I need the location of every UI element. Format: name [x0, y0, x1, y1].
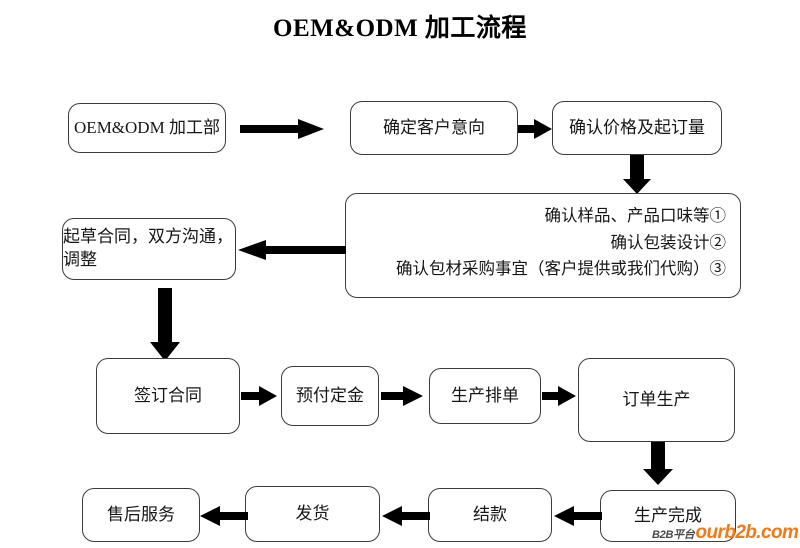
node-draft-contract[interactable]: 起草合同，双方沟通，调整	[62, 218, 236, 280]
node-order-production[interactable]: 订单生产	[578, 358, 735, 442]
arrow-confirm-price-to-confirm-details	[622, 155, 652, 195]
node-confirm-price-label: 确认价格及起订量	[569, 117, 705, 137]
node-settlement-label: 结款	[473, 504, 507, 524]
node-production-done[interactable]: 生产完成	[600, 490, 736, 542]
node-production-schedule[interactable]: 生产排单	[429, 368, 541, 424]
node-after-sales[interactable]: 售后服务	[82, 488, 200, 542]
arrow-confirm-details-to-draft-contract	[236, 239, 346, 261]
node-production-schedule-label: 生产排单	[451, 385, 519, 405]
arrow-confirm-intent-to-confirm-price	[518, 118, 558, 140]
arrow-oem-dept-to-confirm-intent	[240, 118, 340, 140]
watermark: B2B平台 ourb2b.com	[652, 522, 799, 544]
arrow-production-schedule-to-order-production	[542, 385, 582, 407]
arrow-shipping-to-after-sales	[198, 505, 248, 527]
node-confirm-intent[interactable]: 确定客户意向	[350, 101, 518, 155]
node-prepay-deposit[interactable]: 预付定金	[281, 366, 379, 426]
node-draft-contract-label: 起草合同，双方沟通，调整	[63, 227, 233, 269]
node-prepay-deposit-label: 预付定金	[296, 385, 364, 405]
node-settlement[interactable]: 结款	[428, 488, 552, 542]
node-order-production-label: 订单生产	[622, 389, 691, 409]
arrow-settlement-to-shipping	[380, 505, 430, 527]
node-confirm-intent-label: 确定客户意向	[383, 117, 485, 137]
node-shipping-label: 发货	[295, 503, 330, 523]
node-confirm-details[interactable]: 确认样品、产品口味等① 确认包装设计② 确认包材采购事宜（客户提供或我们代购）③	[345, 193, 741, 298]
node-confirm-price[interactable]: 确认价格及起订量	[552, 101, 722, 155]
arrow-sign-contract-to-prepay-deposit	[241, 385, 283, 407]
watermark-brand: ourb2b.com	[695, 522, 799, 543]
arrow-draft-contract-to-sign-contract	[148, 288, 182, 362]
page-title: OEM&ODM 加工流程	[273, 15, 527, 42]
node-production-done-label: 生产完成	[634, 505, 702, 525]
node-confirm-details-line-1: 确认样品、产品口味等①	[544, 206, 727, 225]
node-confirm-details-line-3: 确认包材采购事宜（客户提供或我们代购）③	[396, 259, 726, 279]
node-sign-contract[interactable]: 签订合同	[96, 358, 240, 434]
watermark-prefix: B2B平台	[652, 529, 695, 541]
node-oem-dept-label: OEM&ODM 加工部	[74, 117, 220, 137]
node-oem-dept[interactable]: OEM&ODM 加工部	[68, 103, 226, 153]
node-sign-contract-label: 签订合同	[134, 385, 202, 405]
node-after-sales-label: 售后服务	[107, 504, 175, 524]
arrow-prepay-deposit-to-production-schedule	[381, 385, 429, 407]
node-shipping[interactable]: 发货	[245, 486, 380, 542]
arrow-order-production-to-production-done	[642, 442, 674, 486]
arrow-production-done-to-settlement	[552, 505, 602, 527]
node-confirm-details-line-2: 确认包装设计②	[610, 232, 727, 252]
